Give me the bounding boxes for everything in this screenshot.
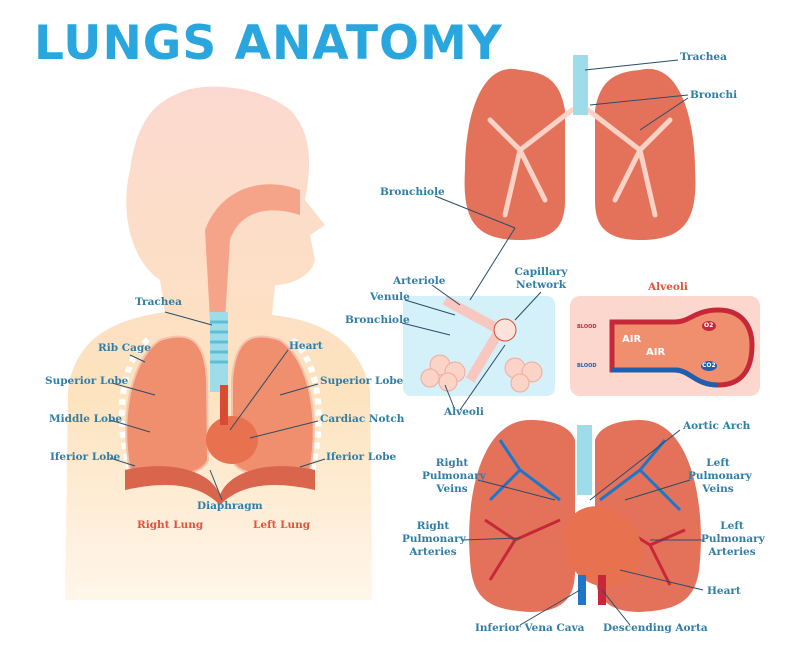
label-bronchiole-top: Bronchiole <box>380 186 445 198</box>
label-bronchial-trachea: Trachea <box>680 51 727 63</box>
label-superior-lobe-right: Superior Lobe <box>45 375 129 387</box>
label-right-pulmonary-veins: Right Pulmonary Veins <box>422 457 486 495</box>
bronchi-shape <box>487 107 673 218</box>
label-left-lung: Left Lung <box>253 519 311 531</box>
label-inferior-lobe-left: Iferior Lobe <box>326 451 397 463</box>
airway <box>205 184 300 320</box>
rib-cage-left <box>288 335 322 471</box>
label-venule: Venule <box>370 291 410 303</box>
label-blood-out: BLOOD <box>577 324 597 330</box>
label-right-pulmonary-arteries: Right Pulmonary Arteries <box>402 520 466 558</box>
circulation-heart <box>563 506 642 587</box>
label-middle-lobe: Middle Lobe <box>49 413 123 425</box>
label-air-in: AIR <box>622 334 642 345</box>
label-blood-in: BLOOD <box>577 363 597 369</box>
bronchial-right-lung <box>464 68 565 241</box>
gas-exchange-title: Alveoli <box>648 281 688 293</box>
circulation-trachea <box>577 425 592 495</box>
label-diaphragm: Diaphragm <box>197 500 263 512</box>
label-air-out: AIR <box>646 347 666 358</box>
circulation-right-lung <box>469 420 575 612</box>
label-descending-aorta: Descending Aorta <box>603 622 708 634</box>
leader-lines <box>109 59 704 626</box>
aorta-shape <box>220 385 228 425</box>
label-aortic-arch: Aortic Arch <box>683 420 751 432</box>
label-inferior-vena-cava: Inferior Vena Cava <box>475 622 585 634</box>
trachea-rings <box>210 320 228 364</box>
o2-bubble <box>702 321 716 331</box>
label-capillary-network: Capillary Network <box>514 266 568 291</box>
label-arteriole: Arteriole <box>393 275 446 287</box>
alveoli-clusters <box>420 318 543 393</box>
vena-cava-shape <box>578 575 586 605</box>
label-cardiac-notch: Cardiac Notch <box>320 413 405 425</box>
label-alveoli: Alveoli <box>444 406 484 418</box>
diaphragm-shape <box>125 466 315 505</box>
label-bronchiole: Bronchiole <box>345 314 410 326</box>
page-title: LUNGS ANATOMY <box>34 16 503 71</box>
rib-cage-right <box>118 335 152 471</box>
bronchial-left-lung <box>595 68 696 241</box>
label-right-lung: Right Lung <box>137 519 204 531</box>
label-co2: CO2 <box>702 362 716 369</box>
label-o2: O2 <box>704 322 714 329</box>
heart-shape <box>206 416 258 464</box>
label-heart: Heart <box>289 340 323 352</box>
label-left-pulmonary-arteries: Left Pulmonary Arteries <box>701 520 765 558</box>
pulmonary-veins <box>488 439 682 512</box>
label-rib-cage: Rib Cage <box>98 342 151 354</box>
label-left-pulmonary-veins: Left Pulmonary Veins <box>688 457 752 495</box>
label-bronchi: Bronchi <box>690 89 738 101</box>
label-superior-lobe-left: Superior Lobe <box>320 375 404 387</box>
co2-bubble <box>701 361 717 371</box>
deoxygenated-blood-line <box>612 367 719 388</box>
label-trachea: Trachea <box>135 296 182 308</box>
bronchial-trachea <box>573 55 588 115</box>
label-inferior-lobe-right: Iferior Lobe <box>50 451 121 463</box>
label-circulation-heart: Heart <box>707 585 741 597</box>
